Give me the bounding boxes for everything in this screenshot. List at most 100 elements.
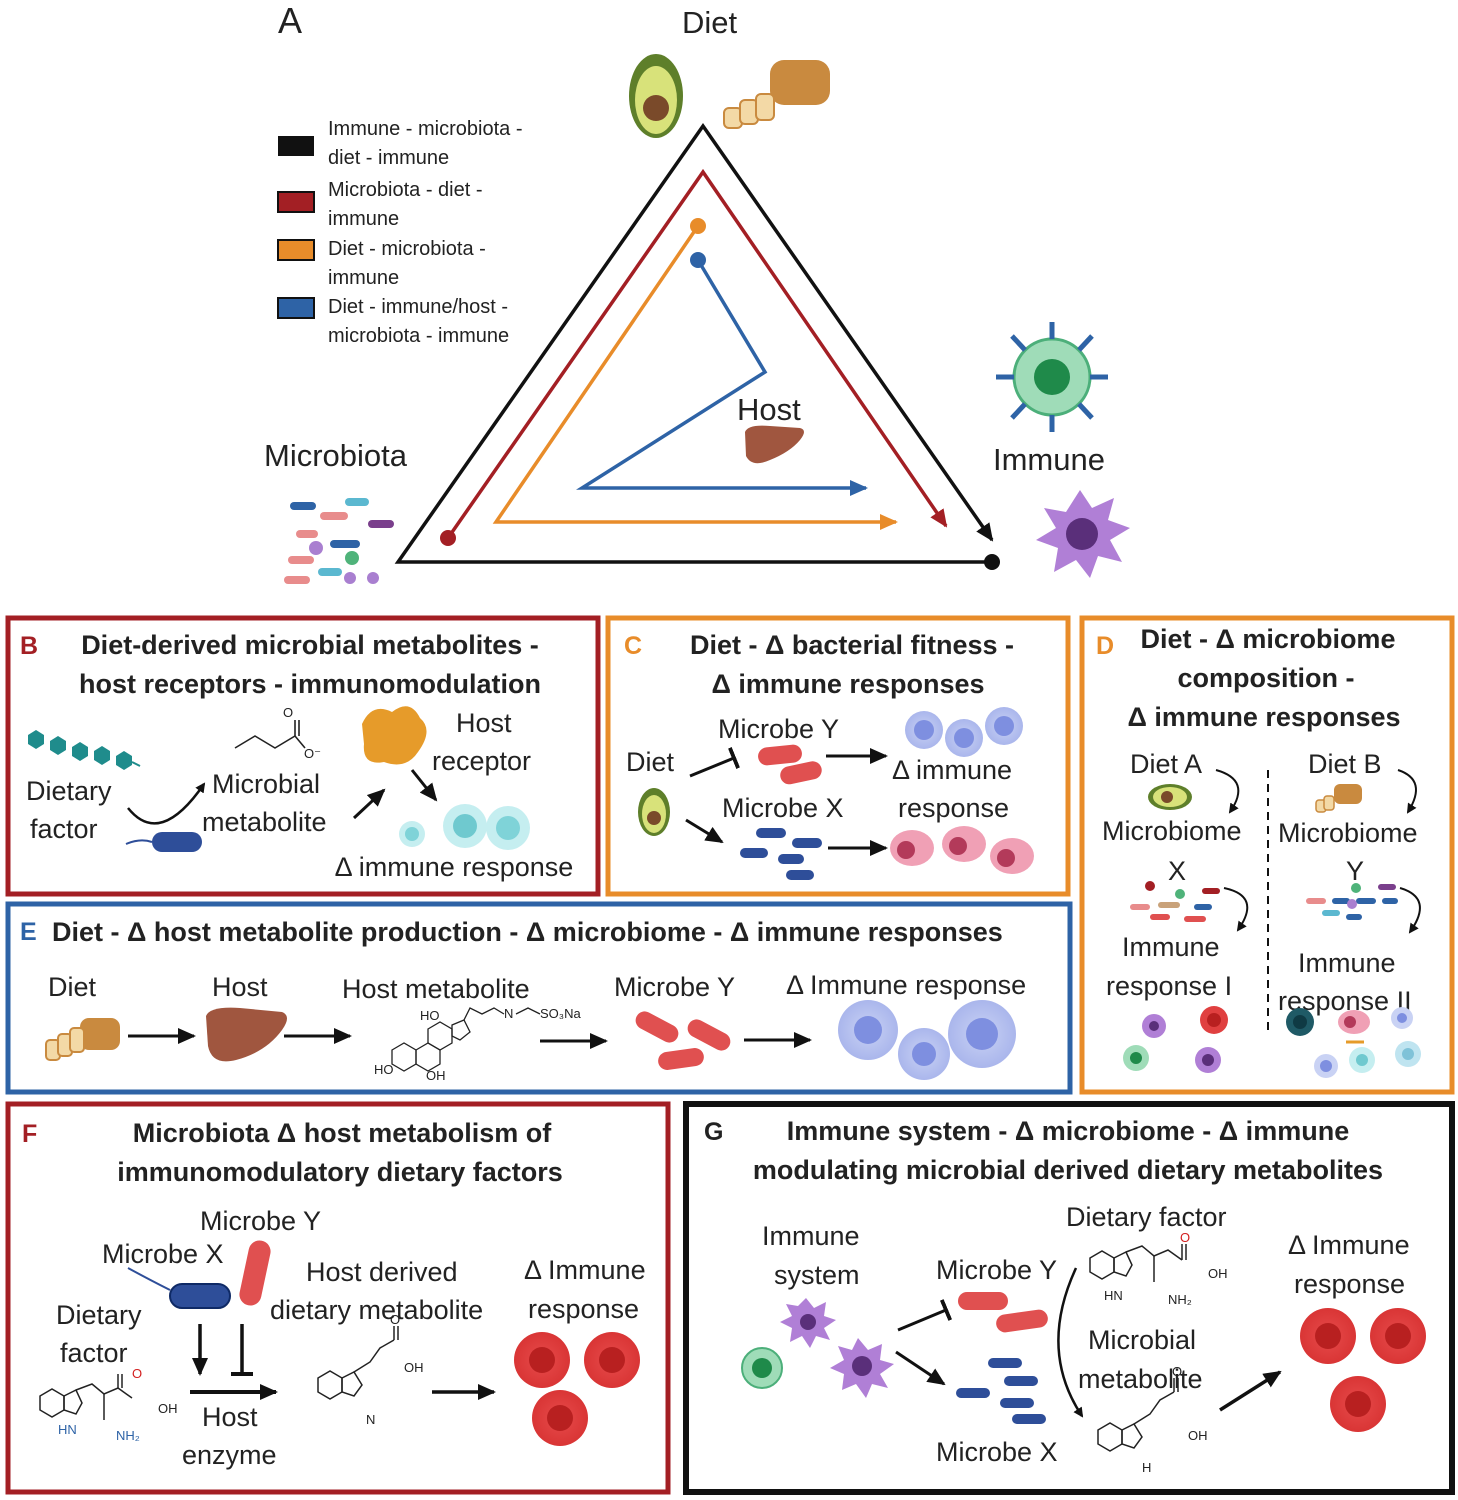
panel-b-frame xyxy=(5,615,601,897)
legend-4-line2: microbiota - immune xyxy=(328,325,509,347)
panel-a: A Diet Microbiota Immune Host Immune - m… xyxy=(264,0,1130,584)
panel-c-inhibit-arrow xyxy=(689,747,741,778)
microbiome-b-line1: Microbiome xyxy=(1278,818,1418,848)
microbe-y-icon xyxy=(239,1240,271,1306)
panel-a-letter: A xyxy=(278,0,302,41)
panel-c: C Diet - Δ bacterial fitness - Δ immune … xyxy=(605,615,1071,897)
tryptophan-o-label-f: O xyxy=(132,1366,142,1381)
panel-d-title-line2: composition - xyxy=(1178,663,1355,693)
legend-1-line1: Immune - microbiota - xyxy=(328,118,523,140)
panel-e-metabolite: Host metabolite xyxy=(342,974,530,1004)
microbiome-a-arrow xyxy=(1223,887,1249,932)
bread-icon xyxy=(1315,784,1362,813)
microbiome-b-line2: Y xyxy=(1346,856,1364,886)
tryptophan-o-label-g: O xyxy=(1180,1230,1190,1245)
panel-c-response-line2: response xyxy=(898,793,1009,823)
bile-acid-oh-label-1: HO xyxy=(420,1008,440,1023)
immune-cells-cyan xyxy=(399,804,530,850)
tryptophan-nh2-label-g: NH₂ xyxy=(1168,1292,1192,1307)
panel-g-promote-x xyxy=(895,1350,946,1386)
iaa-nh-label-g: H xyxy=(1142,1460,1151,1475)
panel-e-host: Host xyxy=(212,972,268,1002)
iaa-nh-label-f: N xyxy=(366,1412,375,1427)
bread-icon xyxy=(45,1018,120,1061)
panel-b-title-line1: Diet-derived microbial metabolites - xyxy=(81,630,539,660)
panel-f-response-line2: response xyxy=(528,1294,639,1324)
bile-acid-n-label: N xyxy=(504,1006,513,1021)
panel-b-arrow-conversion xyxy=(127,782,206,825)
microbiome-x-icon xyxy=(1130,881,1220,922)
panel-g-arrow-to-response xyxy=(1219,1370,1282,1412)
bacterium-icon xyxy=(125,832,202,852)
panel-f-frame xyxy=(5,1101,671,1495)
legend-swatch-orange xyxy=(277,239,315,261)
microbe-y-icon xyxy=(758,744,822,785)
panel-c-title-line1: Diet - Δ bacterial fitness - xyxy=(690,630,1014,660)
panel-e-title: Diet - Δ host metabolite production - Δ … xyxy=(52,917,1003,947)
legend-1-line2: diet - immune xyxy=(328,147,449,169)
tryptophan-oh-label-f: OH xyxy=(158,1401,178,1416)
panel-b-arrow-to-cells xyxy=(410,769,438,802)
microbe-x-icon xyxy=(127,1267,231,1309)
microbe-y-icon xyxy=(635,1011,731,1070)
panel-f-title-line1: Microbiota Δ host metabolism of xyxy=(133,1118,552,1148)
panel-c-diet: Diet xyxy=(626,747,675,777)
panel-d-title-line1: Diet - Δ microbiome xyxy=(1141,624,1396,654)
indole-acetic-acid-structure-f xyxy=(317,1326,399,1400)
bacteria-cluster-icon xyxy=(284,498,394,584)
liver-icon xyxy=(206,1007,287,1062)
b-cell-icon xyxy=(996,322,1108,432)
panel-b-dietary-line1: Dietary xyxy=(26,776,112,806)
immune-cells-red xyxy=(514,1332,640,1446)
butyrate-structure xyxy=(234,720,306,749)
panel-g-title-line2: modulating microbial derived dietary met… xyxy=(753,1155,1383,1185)
tryptophan-nh2-label-f: NH₂ xyxy=(116,1428,140,1443)
path-blue xyxy=(575,259,868,496)
microbe-x-icon xyxy=(956,1358,1046,1424)
panel-f: F Microbiota Δ host metabolism of immuno… xyxy=(5,1101,671,1495)
microbe-y-icon xyxy=(958,1292,1048,1333)
immune-cells-pink xyxy=(890,826,1034,874)
panel-f-hostderived-line1: Host derived xyxy=(306,1257,458,1287)
panel-c-frame xyxy=(605,615,1071,897)
panel-c-microbe-x: Microbe X xyxy=(722,793,844,823)
panel-g-microbe-y: Microbe Y xyxy=(936,1255,1057,1285)
panel-f-response-line1: Δ Immune xyxy=(524,1255,646,1285)
panel-f-enzyme-line2: enzyme xyxy=(182,1440,277,1470)
microbiome-a-line1: Microbiome xyxy=(1102,816,1242,846)
panel-g-metabolite-line1: Microbial xyxy=(1088,1325,1196,1355)
immune-cells-red xyxy=(1300,1308,1426,1432)
bile-acid-structure xyxy=(391,1007,541,1072)
microbe-x-icon xyxy=(740,828,822,880)
liver-icon xyxy=(745,425,804,464)
legend-swatch-black xyxy=(278,136,314,156)
panel-c-title-line2: Δ immune responses xyxy=(712,669,985,699)
panel-g-response-line2: response xyxy=(1294,1269,1405,1299)
iaa-o-label-g: O xyxy=(1172,1364,1182,1379)
response-a-line1: Immune xyxy=(1122,932,1220,962)
panel-f-letter: F xyxy=(22,1120,37,1148)
panel-f-title-line2: immunomodulatory dietary factors xyxy=(117,1157,563,1187)
tryptophan-oh-label-g: OH xyxy=(1208,1266,1228,1281)
panel-b: B Diet-derived microbial metabolites - h… xyxy=(5,615,601,897)
path-orange-start-dot xyxy=(690,218,706,234)
panel-d-frame xyxy=(1079,615,1455,1095)
panel-g-immune-line2: system xyxy=(774,1260,860,1290)
host-label: Host xyxy=(737,392,801,427)
panel-f-dietary-line1: Dietary xyxy=(56,1300,142,1330)
panel-b-arrow-to-receptor xyxy=(352,788,386,820)
panel-c-promote-arrow xyxy=(685,818,724,844)
iaa-oh-label-g: OH xyxy=(1188,1428,1208,1443)
panel-b-receptor-line2: receptor xyxy=(432,746,531,776)
panel-e: E Diet - Δ host metabolite production - … xyxy=(5,901,1073,1095)
microbiome-b-arrow xyxy=(1399,887,1421,934)
tryptophan-hn-label-g: HN xyxy=(1104,1288,1123,1303)
panel-e-diet: Diet xyxy=(48,972,97,1002)
diet-a-arrow xyxy=(1215,769,1240,814)
bile-acid-oh-label-3: OH xyxy=(426,1068,446,1083)
legend-3-line1: Diet - microbiota - xyxy=(328,238,486,260)
panel-f-microbe-x: Microbe X xyxy=(102,1239,224,1269)
receptor-icon xyxy=(362,706,427,765)
panel-g-inhibit-y xyxy=(897,1299,953,1332)
panel-f-hostderived-line2: dietary metabolite xyxy=(270,1295,483,1325)
